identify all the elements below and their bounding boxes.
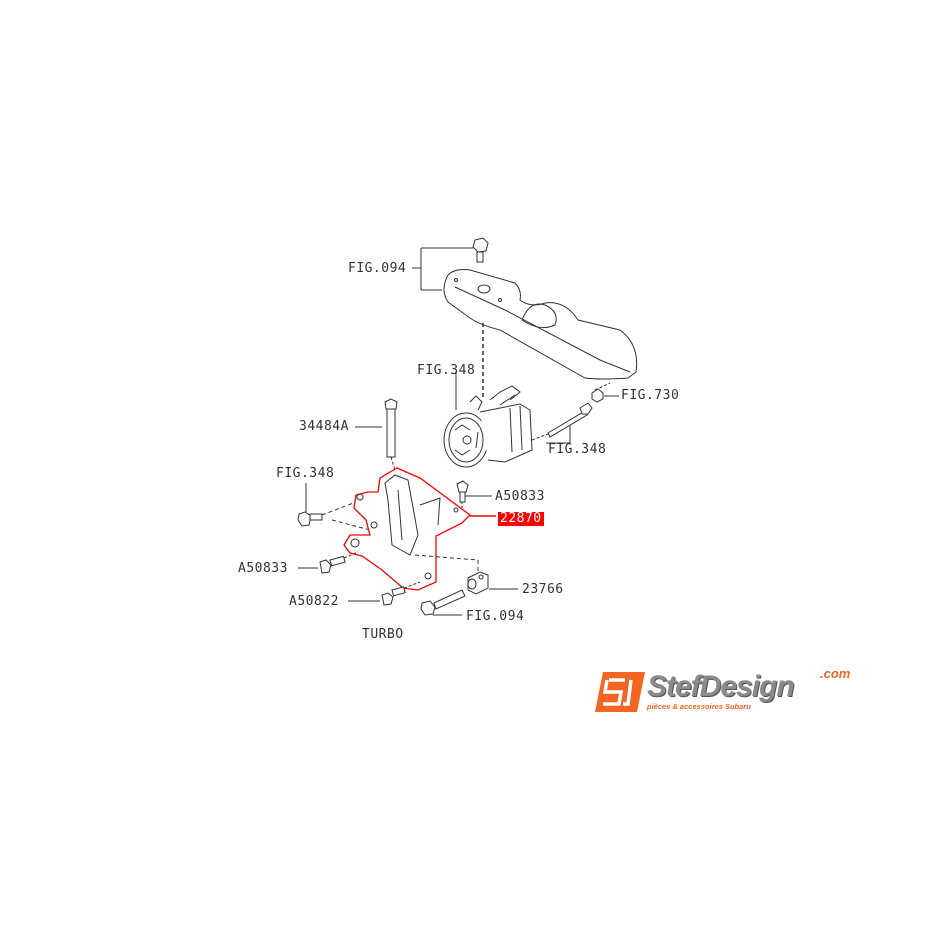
fig348-left-bolt-icon xyxy=(297,483,371,531)
turbo-label: TURBO xyxy=(362,627,404,642)
callout-fig348-bolt[interactable]: FIG.348 xyxy=(548,442,607,457)
callout-fig094-bottom[interactable]: FIG.094 xyxy=(466,609,525,624)
callout-a50833-right[interactable]: A50833 xyxy=(495,489,545,504)
top-bolt-icon xyxy=(472,237,489,263)
long-bolt-icon xyxy=(531,402,593,444)
a50833-left-bolt-icon xyxy=(298,551,359,574)
callout-fig094-top[interactable]: FIG.094 xyxy=(348,261,407,276)
23766-bushing-icon xyxy=(414,554,518,595)
fig730-nut-icon xyxy=(591,382,619,403)
callout-a50822[interactable]: A50822 xyxy=(289,594,339,609)
34484a-bolt-icon xyxy=(355,398,398,471)
a50822-bolt-icon xyxy=(348,581,421,606)
engine-cover-icon xyxy=(443,269,638,380)
logo-name: StefDesign xyxy=(647,670,795,703)
fig094-top-leader xyxy=(412,247,473,291)
fig094-bottom-bolt-icon xyxy=(420,589,466,616)
callout-a50833-left[interactable]: A50833 xyxy=(238,561,288,576)
logo-tagline: pièces & accessoires Subaru xyxy=(647,702,751,711)
callout-34484a[interactable]: 34484A xyxy=(299,419,349,434)
stefdesign-logo: StefDesign .com pièces & accessoires Sub… xyxy=(595,666,860,716)
bracket-22870-icon xyxy=(343,467,496,591)
callout-fig730[interactable]: FIG.730 xyxy=(621,388,680,403)
callout-23766[interactable]: 23766 xyxy=(522,582,564,597)
callout-fig348-pump[interactable]: FIG.348 xyxy=(417,363,476,378)
sj-logo-mark-icon xyxy=(595,672,645,712)
logo-tld: .com xyxy=(820,666,851,681)
power-steering-pump-icon xyxy=(443,372,533,468)
callout-fig348-left[interactable]: FIG.348 xyxy=(276,466,335,481)
a50833-right-bolt-icon xyxy=(456,480,492,510)
callout-22870-highlighted[interactable]: 22870 xyxy=(498,511,544,526)
